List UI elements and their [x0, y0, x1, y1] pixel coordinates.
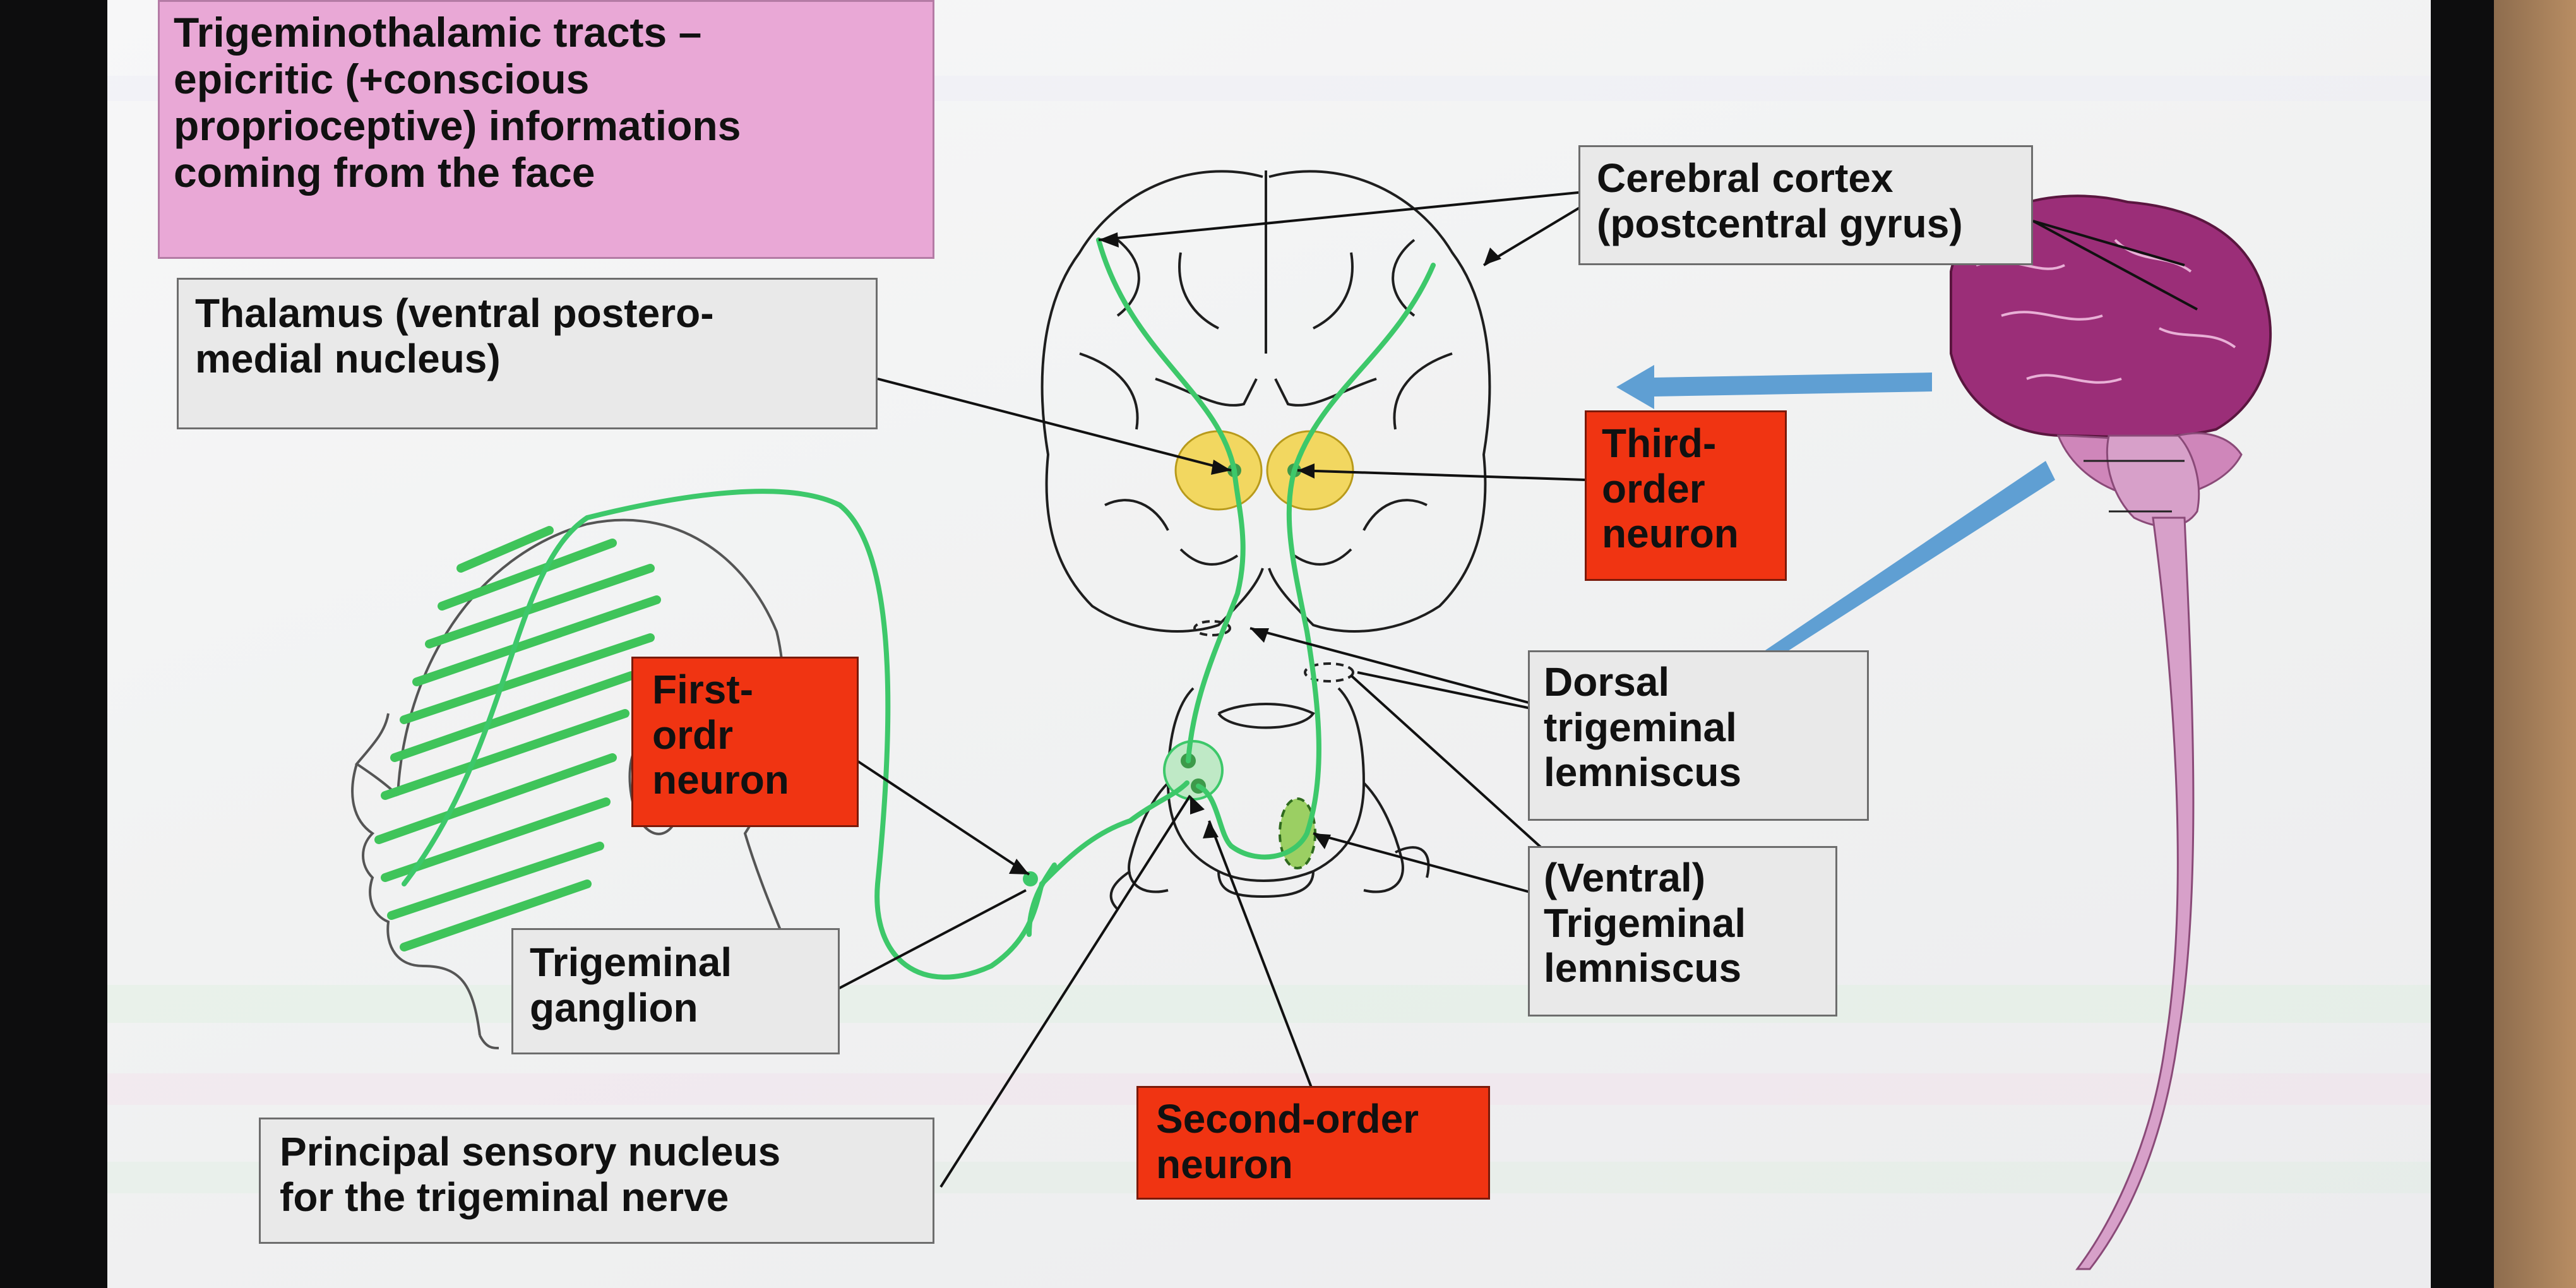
cerebral-cortex-label: Cerebral cortex (postcentral gyrus) — [1578, 145, 2033, 265]
brain-coronal-section — [1041, 170, 1491, 910]
slide-title: Trigeminothalamic tracts – epicritic (+c… — [158, 0, 934, 259]
brainstem-nuclei — [1023, 463, 1354, 886]
desk-background — [2488, 0, 2576, 1288]
third-order-neuron-label: Third- order neuron — [1585, 410, 1787, 581]
arrowheads — [1009, 232, 1501, 874]
first-order-neuron-label: First- ordr neuron — [631, 657, 859, 827]
principal-sensory-nucleus-label: Principal sensory nucleus for the trigem… — [259, 1118, 934, 1244]
lateral-brain — [1950, 194, 2272, 1270]
slide: Trigeminothalamic tracts – epicritic (+c… — [107, 0, 2431, 1288]
thalamus-label: Thalamus (ventral postero- medial nucleu… — [177, 278, 878, 429]
face-dermatome-hatching — [374, 526, 661, 951]
second-order-neuron-label: Second-order neuron — [1136, 1086, 1490, 1200]
trigeminal-pathway — [402, 237, 1436, 980]
dorsal-trigeminal-lemniscus-label: Dorsal trigeminal lemniscus — [1528, 650, 1869, 821]
ventral-trigeminal-lemniscus-label: (Ventral) Trigeminal lemniscus — [1528, 846, 1837, 1017]
leader-lines — [833, 188, 2198, 1188]
trigeminal-ganglion-label: Trigeminal ganglion — [511, 928, 840, 1054]
